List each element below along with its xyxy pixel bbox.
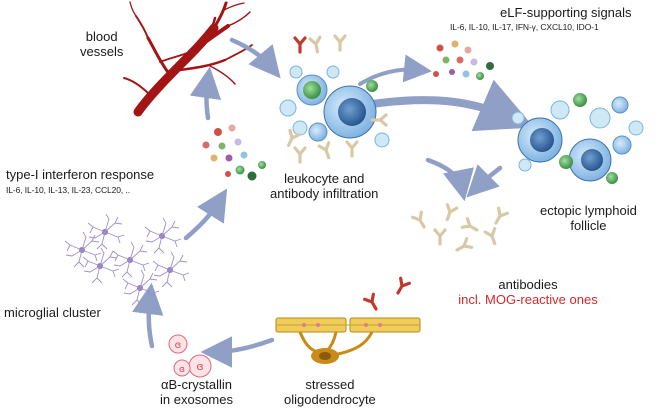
- label-stressed-oligodendrocyte: stressed oligodendrocyte: [284, 377, 376, 408]
- svg-text:ɞ: ɞ: [179, 365, 185, 375]
- arrow-infiltration-to-follicle: [368, 79, 535, 132]
- cytokine-dots-interferon: [202, 124, 266, 181]
- arrow-infiltration-to-antibodies: [425, 157, 474, 202]
- blood-vessels-illustration: [123, 1, 253, 117]
- arrow-vessels-to-infiltration: [229, 37, 281, 79]
- microglia-illustration: [64, 213, 190, 306]
- label-stressed-line2: oligodendrocyte: [284, 391, 376, 407]
- cycle-arrows: [132, 37, 535, 368]
- label-elf-title: eLF-supporting signals: [500, 5, 632, 20]
- label-blood-vessels-line2: vessels: [80, 43, 124, 59]
- label-antibodies: antibodies incl. MOG-reactive ones: [428, 277, 628, 308]
- leukocyte-cluster: [279, 65, 390, 148]
- label-crystallin-line2: in exosomes: [160, 391, 233, 407]
- cytokine-dots-elf: [433, 40, 494, 80]
- label-leukocyte-line2: antibody infiltration: [270, 185, 379, 201]
- label-antibodies-line1: antibodies: [498, 277, 558, 292]
- antibody-red-top: [293, 36, 307, 54]
- label-blood-vessels: blood vessels: [80, 29, 124, 60]
- arrow-follicle-to-antibodies: [466, 164, 503, 198]
- arrow-oligodendrocyte-to-crystallin: [200, 336, 275, 368]
- label-ectopic-follicle: ectopic lymphoid follicle: [540, 203, 637, 234]
- svg-text:ɞ: ɞ: [196, 360, 203, 373]
- arrow-infiltration-to-elf: [358, 54, 432, 86]
- label-ectopic-line2: follicle: [570, 217, 607, 233]
- label-crystallin-line1: αB-crystallin: [160, 377, 233, 392]
- label-antibodies-mog: incl. MOG-reactive ones: [458, 291, 598, 307]
- label-interferon-title: type-I interferon response: [6, 167, 155, 182]
- svg-text:ɞ: ɞ: [175, 340, 182, 351]
- label-elf-cytokines: IL-6, IL-10, IL-17, IFN-γ, CXCL10, IDO-1: [450, 22, 599, 32]
- antibodies-cluster: [411, 203, 509, 256]
- arrow-interferon-to-vessels: [189, 66, 222, 121]
- label-leukocyte-line1: leukocyte and: [284, 171, 365, 186]
- arrow-microglia-to-interferon: [183, 188, 228, 241]
- ectopic-lymphoid-follicle: [511, 93, 644, 184]
- antibodies-red: [363, 276, 411, 314]
- label-ectopic-line1: ectopic lymphoid: [540, 203, 637, 218]
- label-leukocyte-infiltration: leukocyte and antibody infiltration: [270, 171, 379, 202]
- exosomes-illustration: ɞ ɞ ɞ: [168, 334, 212, 378]
- label-microglial-cluster: microglial cluster: [4, 305, 101, 320]
- arrow-crystallin-to-microglia: [132, 282, 164, 349]
- label-interferon-cytokines: IL-6, IL-10, IL-13, IL-23, CCL20, ..: [6, 185, 130, 195]
- label-blood-vessels-line1: blood: [85, 29, 118, 44]
- oligodendrocyte-illustration: [275, 317, 421, 364]
- label-stressed-line1: stressed: [305, 377, 355, 392]
- label-crystallin: αB-crystallin in exosomes: [160, 377, 233, 408]
